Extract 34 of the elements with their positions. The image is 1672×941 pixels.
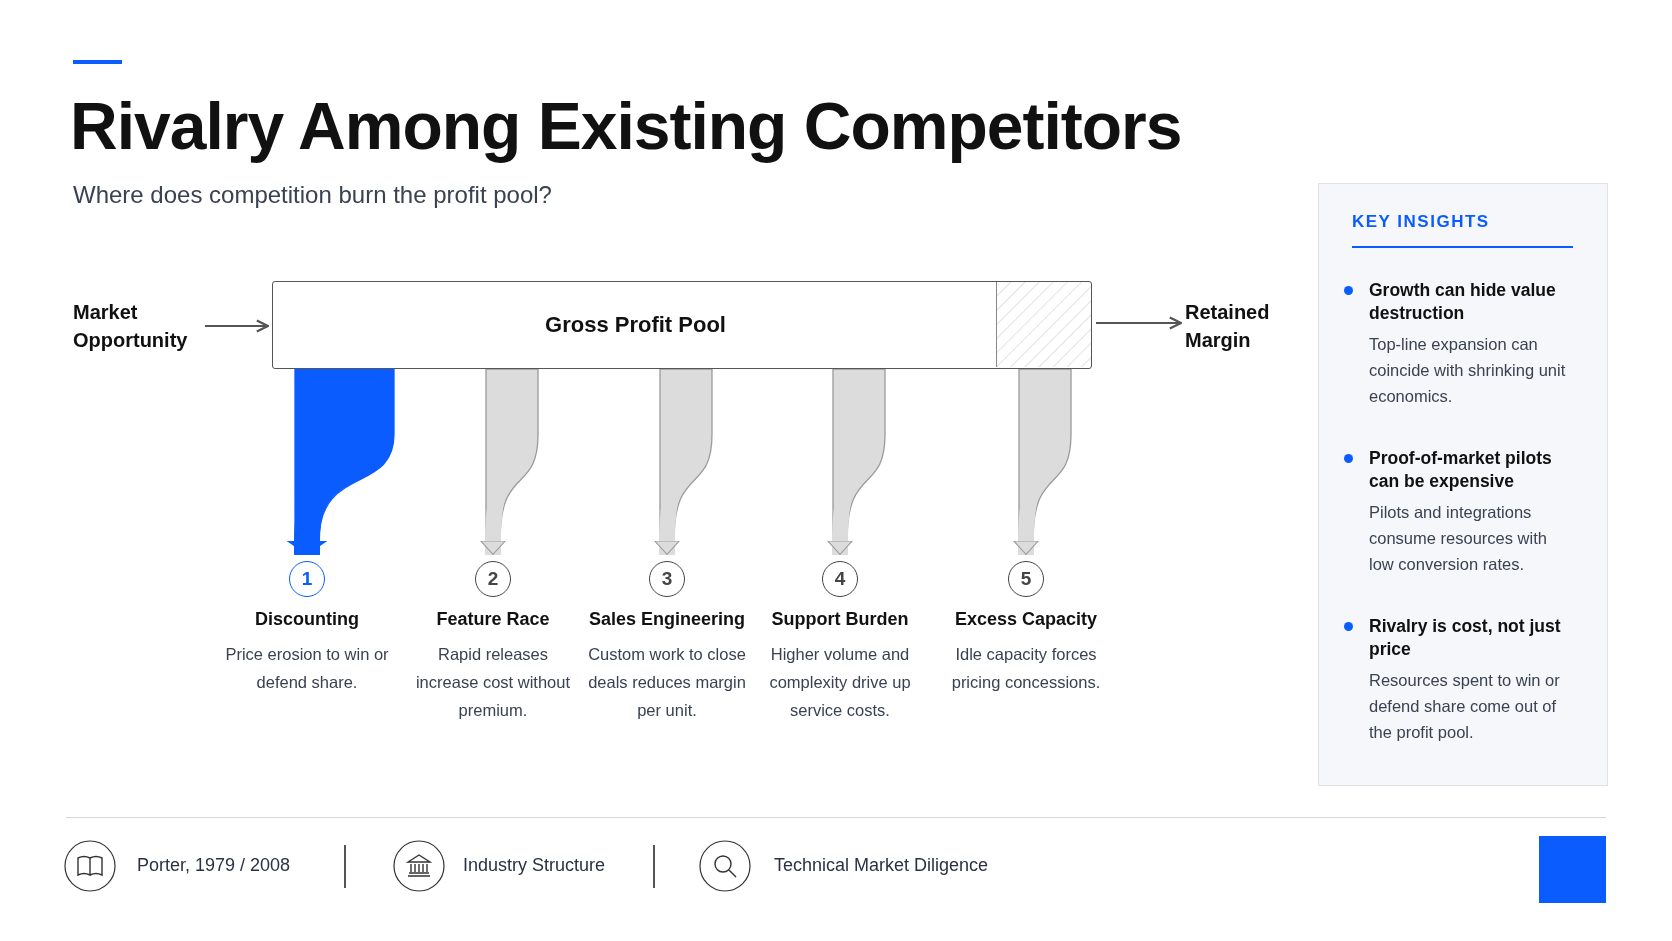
step-description: Custom work to close deals reduces margin per unit. [587, 644, 747, 721]
flow-label: Market Opportunity [73, 298, 201, 358]
insights-panel [1318, 183, 1608, 786]
insight-heading: Rivalry is cost, not just price [1369, 615, 1562, 661]
step-number: 1 [289, 561, 325, 597]
panel-heading: KEY INSIGHTS [1352, 212, 1573, 248]
step-description: Rapid releases increase cost without premium. [414, 644, 572, 721]
step-title: Sales Engineering [587, 609, 747, 630]
pool-label: Gross Profit Pool [545, 312, 726, 338]
step-title: Excess Capacity [953, 609, 1099, 630]
step-number: 5 [1008, 561, 1044, 597]
step-title: Discounting [254, 609, 360, 630]
footer-text: Technical Market Diligence [774, 855, 989, 876]
arrow [1095, 316, 1183, 330]
step-number: 4 [822, 561, 858, 597]
flow-label: Retained Margin [1185, 298, 1297, 358]
step-description: Higher volume and complexity drive up service costs. [768, 644, 912, 721]
step-title: Support Burden [770, 609, 910, 630]
footer-text: Porter, 1979 / 2008 [137, 855, 291, 876]
step-number: 2 [475, 561, 511, 597]
step-description: Idle capacity forces pricing concessions. [950, 644, 1102, 693]
step-description: Price erosion to win or defend share. [224, 644, 390, 693]
profit-pool-bar [272, 281, 1092, 369]
footer-text: Industry Structure [463, 855, 606, 876]
step-number: 3 [649, 561, 685, 597]
title: Rivalry Among Existing Competitors [70, 88, 1182, 164]
insight-heading: Growth can hide value destruction [1369, 279, 1557, 325]
arrow [204, 319, 270, 333]
insight-text: Pilots and integrations consume resources with low conversion rates. [1369, 502, 1548, 575]
subtitle: Where does competition burn the profit pool? [73, 181, 552, 209]
step-title: Feature Race [435, 609, 551, 630]
insight-text: Top-line expansion can coincide with shrinking unit economics. [1369, 334, 1567, 407]
insight-text: Resources spent to win or defend share come out of the profit pool. [1369, 670, 1561, 743]
insight-heading: Proof-of-market pilots can be expensive [1369, 447, 1553, 493]
